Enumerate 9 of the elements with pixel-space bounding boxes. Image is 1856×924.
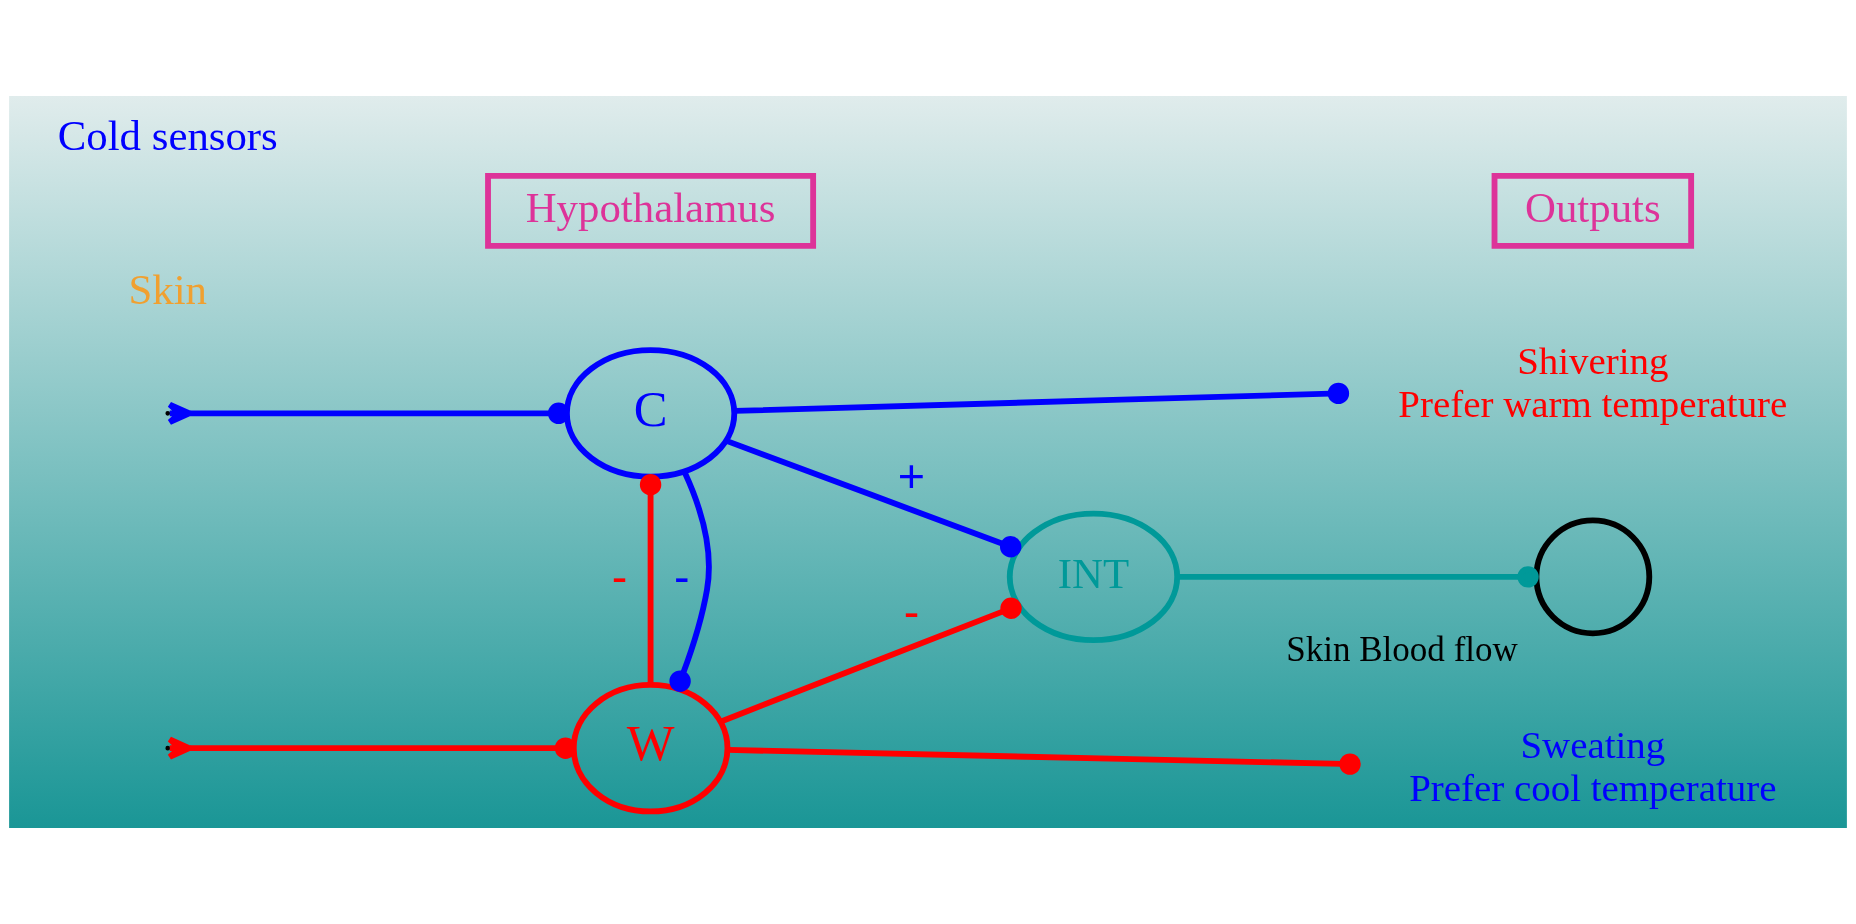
edge-label: - — [673, 550, 690, 603]
edge-label: - — [611, 550, 628, 603]
node-text: Shivering Prefer warm temperature — [1398, 339, 1788, 426]
node-label: Skin Blood flow — [1286, 630, 1518, 670]
label: Skin — [128, 265, 208, 313]
edge-label: - — [903, 585, 920, 638]
node-text: Sweating Prefer cool temperature — [1409, 722, 1777, 809]
label: Cold sensors — [57, 111, 278, 159]
edge-label: + — [897, 449, 926, 502]
